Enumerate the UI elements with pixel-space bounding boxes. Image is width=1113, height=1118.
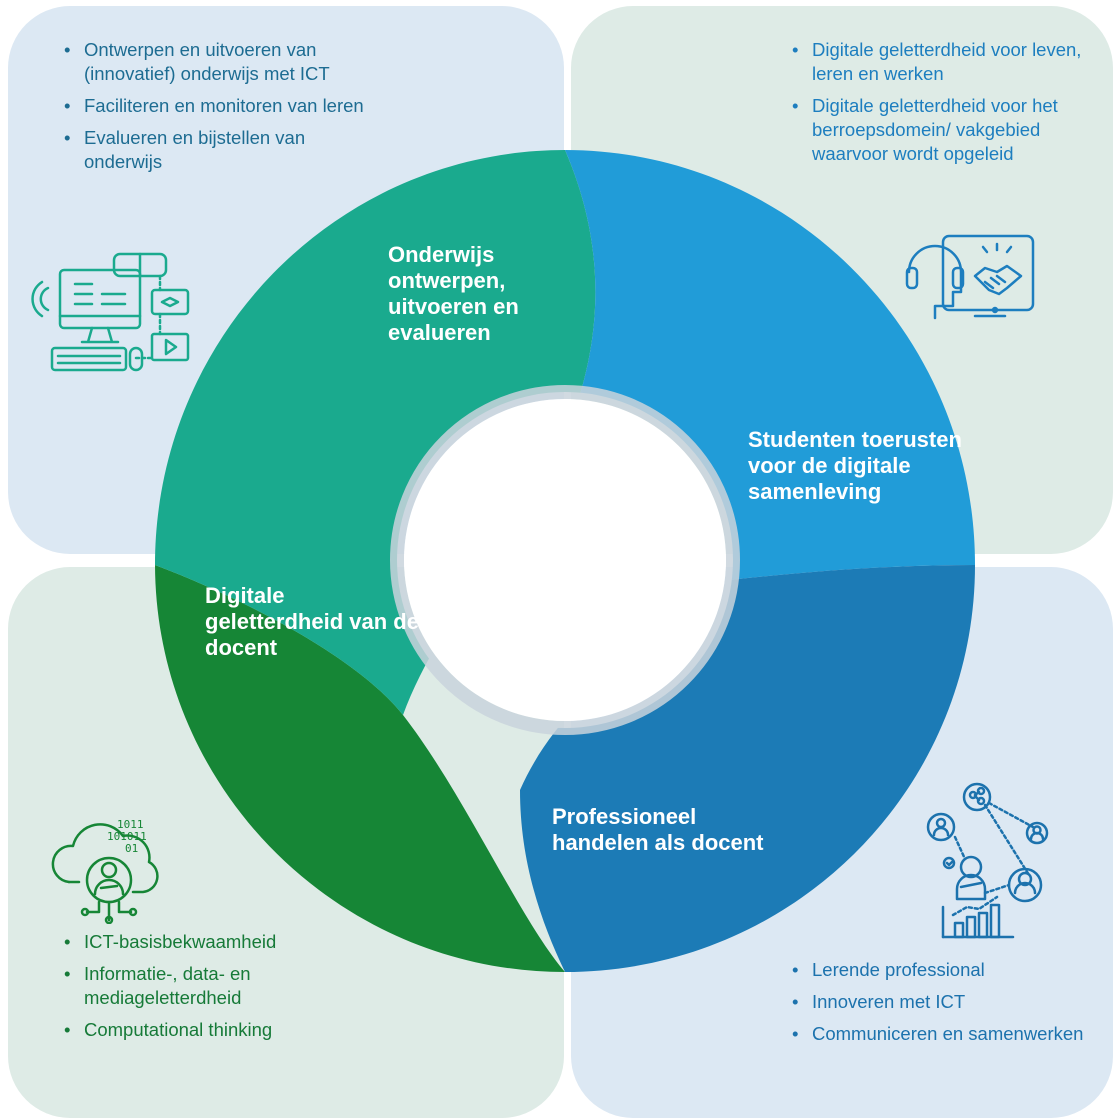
list-item: Digitale geletterdheid voor leven, leren… <box>790 38 1110 86</box>
list-item: ICT-basisbekwaamheid <box>62 930 382 954</box>
headset-handshake-icon <box>905 234 1035 320</box>
list-item: Digitale geletterdheid voor het berroeps… <box>790 94 1110 166</box>
inner-hole <box>404 399 726 721</box>
svg-text:101011: 101011 <box>107 830 147 843</box>
segment-label-top: Onderwijs ontwerpen, uitvoeren en evalue… <box>388 242 519 345</box>
ring-segment-top <box>155 150 596 715</box>
list-top-left: Ontwerpen en uitvoeren van (innovatief) … <box>62 38 382 182</box>
segment-label-bottom: Professioneel handelen als docent <box>552 804 764 855</box>
cloud-binary-person-icon: 1011 101011 01 <box>51 818 159 924</box>
svg-text:1011: 1011 <box>117 818 144 831</box>
list-item: Computational thinking <box>62 1018 382 1042</box>
list-item: Faciliteren en monitoren van leren <box>62 94 382 118</box>
list-item: Communiceren en samenwerken <box>790 1022 1110 1046</box>
list-item: Evalueren en bijstellen van onderwijs <box>62 126 382 174</box>
list-bottom-right: Lerende professional Innoveren met ICT C… <box>790 958 1110 1054</box>
list-item: Informatie-, data- en mediageletterdheid <box>62 962 382 1010</box>
list-item: Ontwerpen en uitvoeren van (innovatief) … <box>62 38 382 86</box>
segment-label-right: Studenten toerusten voor de digitale sam… <box>748 427 962 504</box>
list-item: Lerende professional <box>790 958 1110 982</box>
list-bottom-left: ICT-basisbekwaamheid Informatie-, data- … <box>62 930 382 1050</box>
ring-segment-left <box>155 565 565 972</box>
svg-text:01: 01 <box>125 842 138 855</box>
computer-vr-learning-icon <box>31 252 190 372</box>
list-top-right: Digitale geletterdheid voor leven, leren… <box>790 38 1110 174</box>
segment-label-left: Digitale geletterdheid van de docent <box>205 583 419 660</box>
network-professional-growth-icon <box>926 782 1049 939</box>
inner-hole-shadow <box>390 385 740 735</box>
list-item: Innoveren met ICT <box>790 990 1110 1014</box>
